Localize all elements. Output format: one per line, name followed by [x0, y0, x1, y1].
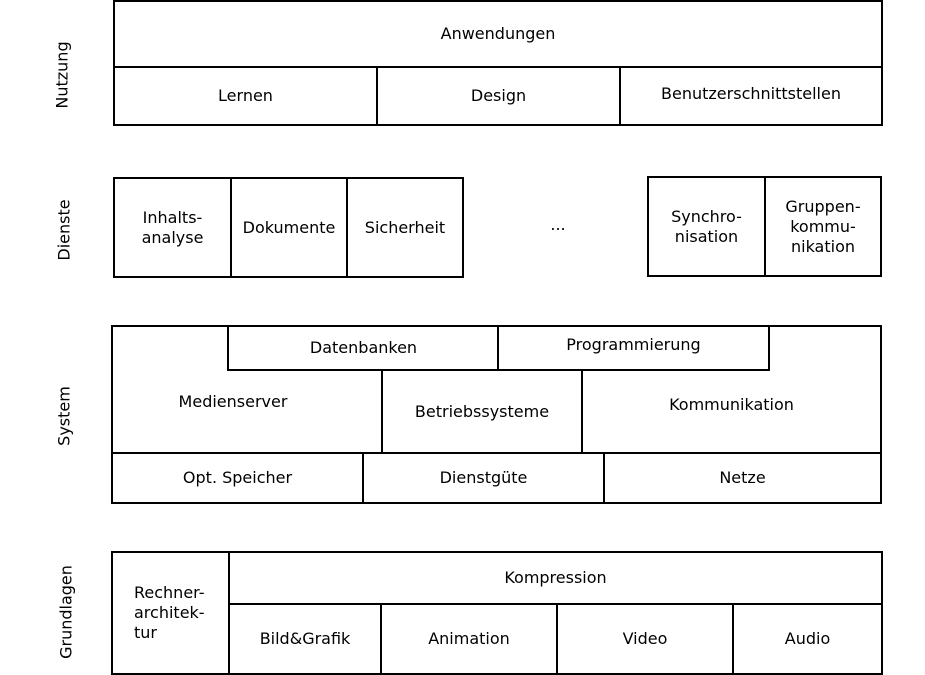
box-rechnerarchitektur: Rechner- architek- tur [111, 551, 230, 675]
box-opt-speicher: Opt. Speicher [111, 452, 364, 504]
layer-label-dienste: Dienste [54, 199, 74, 261]
box-datenbanken: Datenbanken [227, 325, 500, 371]
ellipsis: ... [550, 215, 566, 234]
box-design: Design [376, 66, 621, 126]
box-inhaltsanalyse: Inhalts- analyse [113, 177, 232, 278]
box-kommunikation: Kommunikation [669, 395, 794, 414]
box-benutzerschnittstellen: Benutzerschnittstellen [619, 66, 883, 126]
box-programmierung: Programmierung [497, 325, 770, 371]
layer-label-grundlagen: Grundlagen [56, 565, 76, 659]
box-dienstguete: Dienstgüte [362, 452, 605, 504]
box-sicherheit: Sicherheit [346, 177, 464, 278]
box-video: Video [556, 603, 734, 675]
box-animation: Animation [380, 603, 558, 675]
box-anwendungen: Anwendungen [113, 0, 883, 68]
box-kompression: Kompression [228, 551, 883, 605]
box-audio: Audio [732, 603, 883, 675]
box-gruppenkommunikation: Gruppen- kommu- nikation [764, 176, 882, 277]
box-betriebssysteme: Betriebssysteme [381, 369, 583, 455]
layer-label-system: System [54, 386, 74, 446]
box-netze: Netze [603, 452, 882, 504]
layer-label-nutzung: Nutzung [52, 41, 72, 109]
box-bild-grafik: Bild&Grafik [228, 603, 382, 675]
box-synchronisation: Synchro- nisation [647, 176, 766, 277]
box-medienserver: Medienserver [178, 392, 288, 411]
box-dokumente: Dokumente [230, 177, 348, 278]
box-lernen: Lernen [113, 66, 378, 126]
